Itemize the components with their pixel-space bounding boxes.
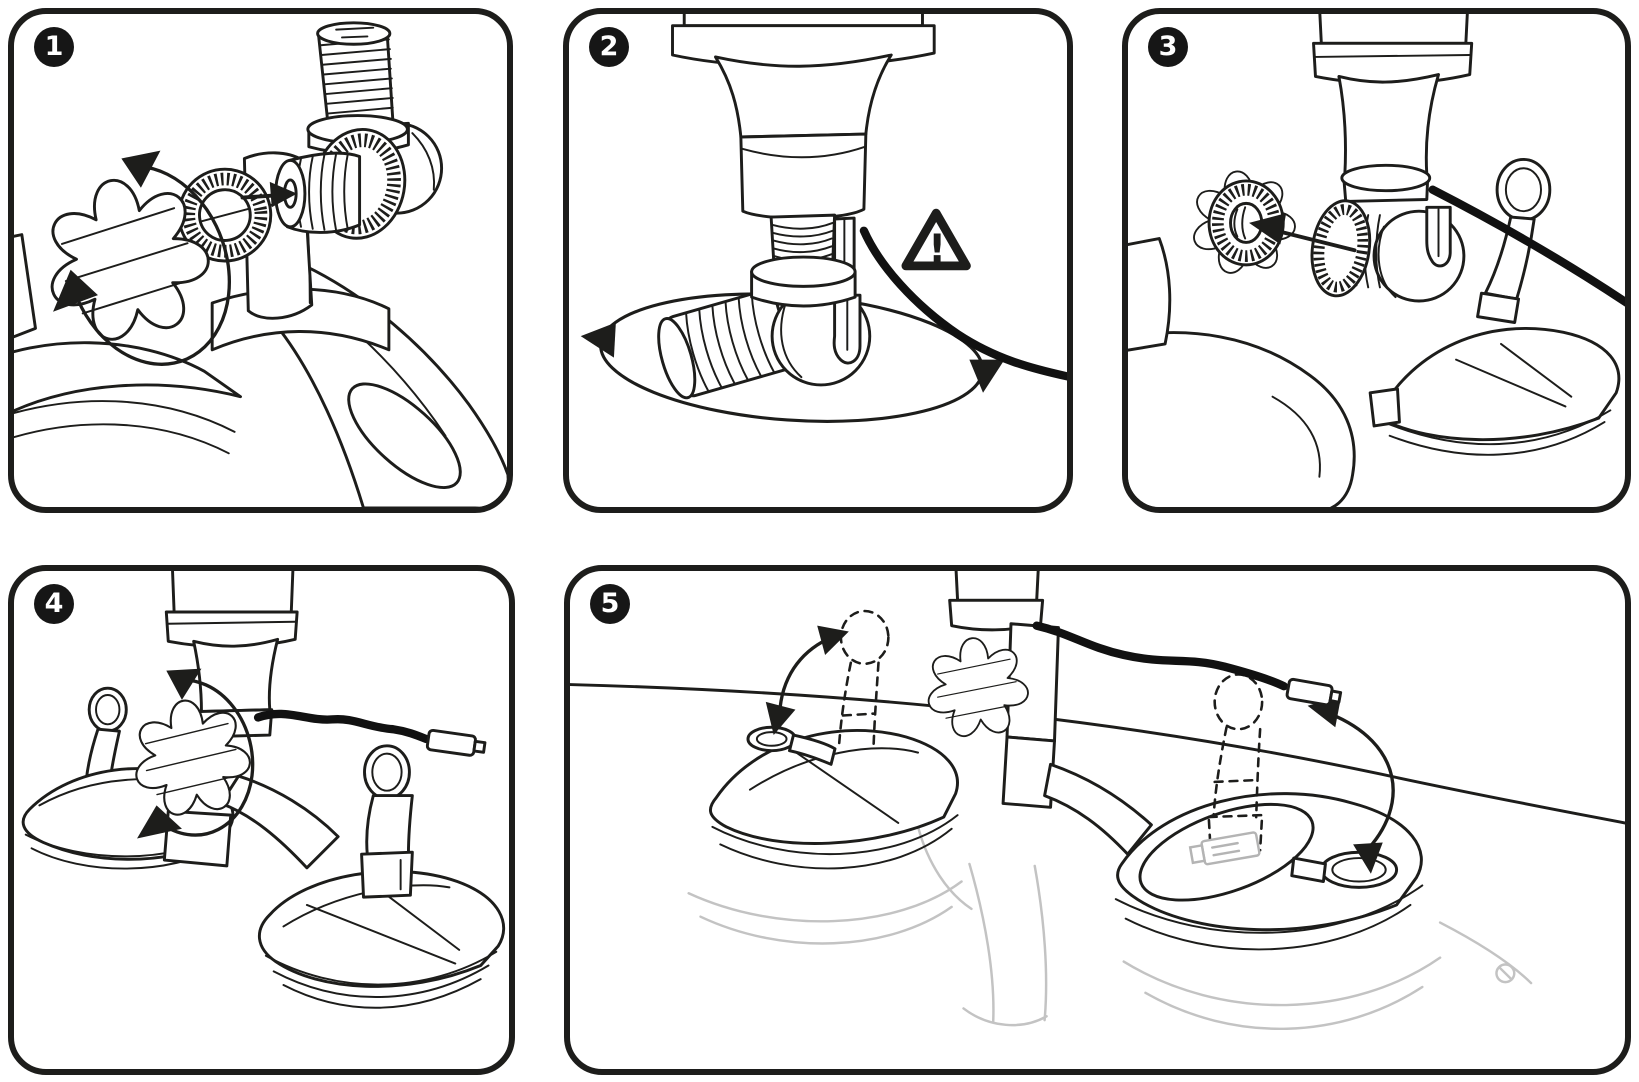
power-cable — [859, 226, 1067, 381]
step-panel-1: 1 — [8, 8, 513, 513]
insert-arrow — [1249, 213, 1357, 253]
step-number-badge: 4 — [34, 584, 74, 624]
step-1-illustration — [14, 21, 507, 507]
rotation-arrow — [137, 668, 255, 839]
step-3-illustration — [1128, 14, 1625, 507]
antenna-mast — [1312, 14, 1474, 203]
power-cable — [1032, 621, 1343, 707]
step-panel-4: 4 — [8, 565, 515, 1075]
step-number-badge: 5 — [590, 584, 630, 624]
step-number-badge: 2 — [589, 27, 629, 67]
warning-exclamation: ! — [928, 227, 946, 272]
elbow-adapter — [240, 21, 444, 240]
step-number-badge: 1 — [34, 27, 74, 67]
right-suction-cup — [1114, 673, 1424, 951]
rotation-arrow — [53, 150, 231, 366]
usb-plug — [1285, 677, 1343, 707]
mount-arm — [162, 774, 340, 870]
center-assembly — [921, 571, 1153, 856]
elbow-joint — [657, 285, 872, 400]
step-panel-3: 3 — [1122, 8, 1631, 513]
power-cable — [1428, 185, 1625, 307]
left-suction-cup — [708, 725, 959, 870]
right-suction-cup — [258, 744, 506, 1009]
step-4-illustration — [21, 571, 506, 1009]
suction-lever — [1476, 157, 1552, 324]
usb-connector-faint — [1188, 831, 1261, 866]
step-5-illustration — [570, 571, 1625, 1030]
antenna-mast — [671, 14, 936, 308]
insert-arrow — [240, 181, 298, 208]
mount-base — [1128, 237, 1621, 507]
left-lever-motion — [765, 609, 890, 749]
usb-plug — [425, 728, 487, 757]
step-2-illustration: ! — [580, 14, 1067, 423]
step-panel-2: 2 — [563, 8, 1073, 513]
reflections — [687, 825, 1533, 1030]
serrated-washer — [177, 167, 273, 263]
step-panel-5: 5 — [564, 565, 1631, 1075]
power-cable — [253, 709, 487, 757]
elbow-joint — [1310, 199, 1466, 303]
rotation-arrowheads — [580, 322, 1005, 393]
warning-icon: ! — [901, 208, 971, 272]
step-number-badge: 3 — [1148, 27, 1188, 67]
suction-base-background — [14, 233, 242, 455]
